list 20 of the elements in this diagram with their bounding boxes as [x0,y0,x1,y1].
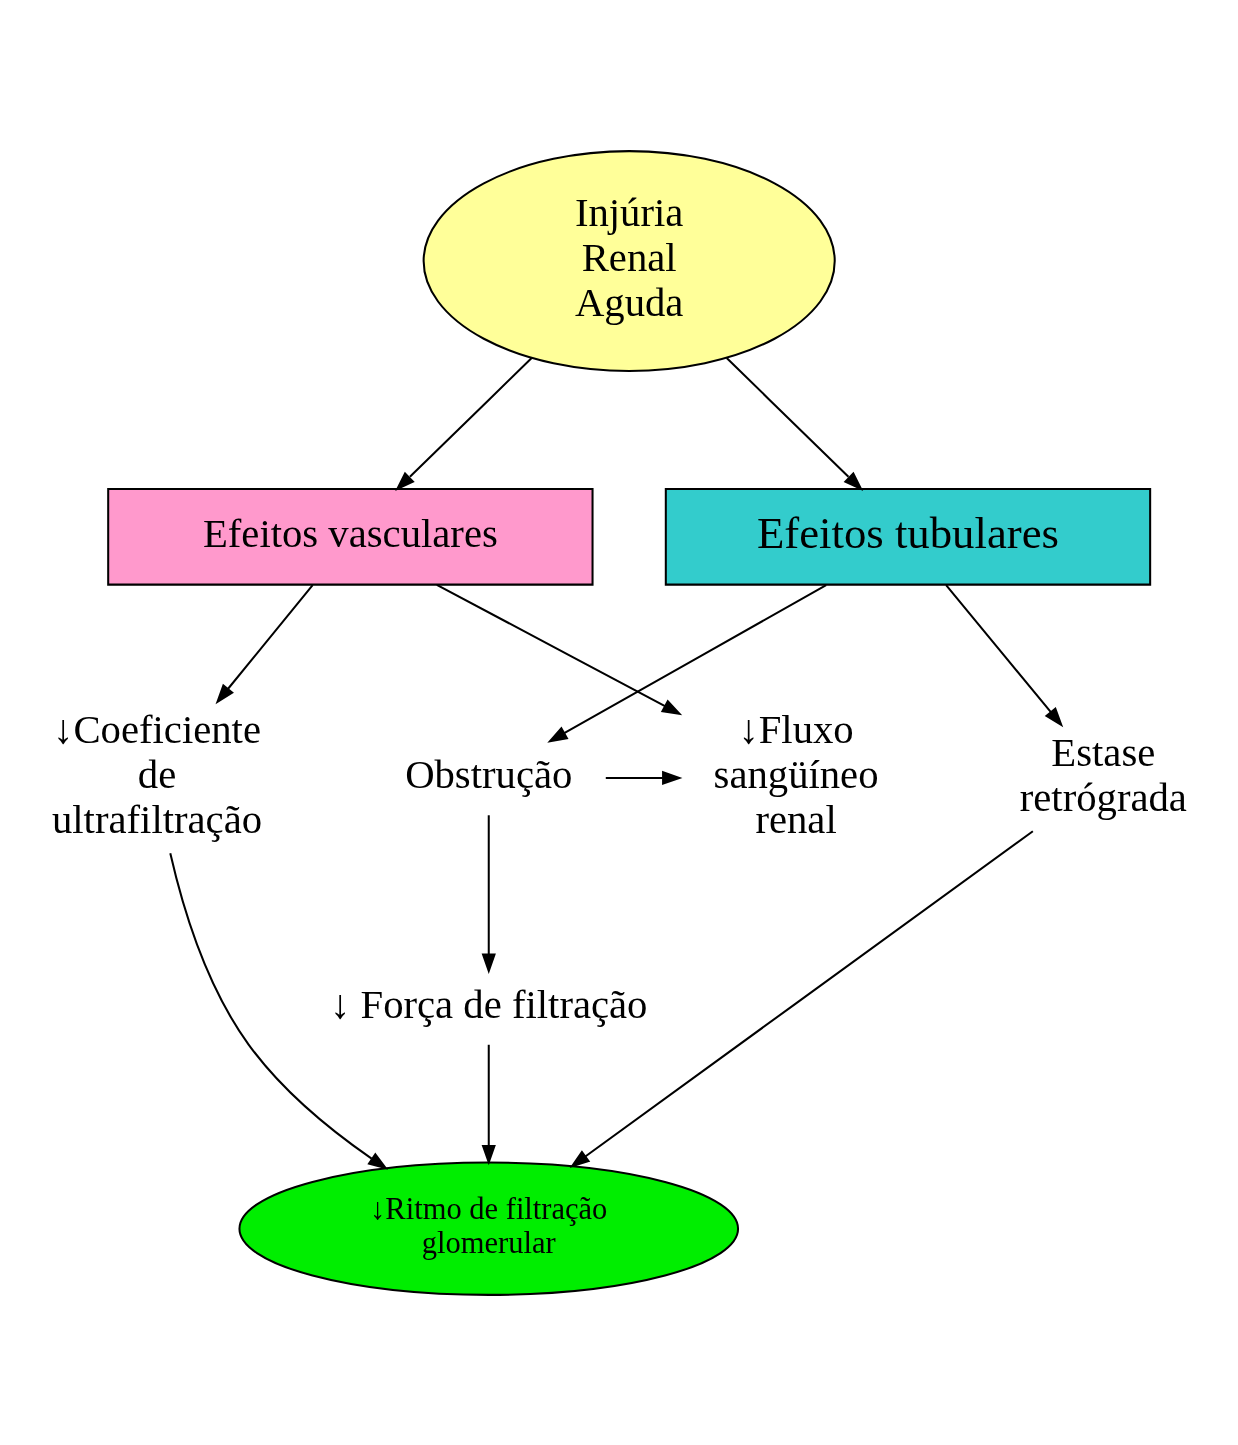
node-ellipse: ↓Ritmo de filtração glomerular [238,1161,740,1296]
node-box: Efeitos tubulares [664,487,1152,586]
node-text: ↓Fluxo sangüíneo renal [713,706,879,842]
node-text: Estase retrógrada [1019,729,1187,820]
node-box: Efeitos vasculares [107,487,594,586]
arrow [726,356,864,491]
arrow [481,1044,496,1165]
arrow [481,814,496,974]
arrow [215,583,314,704]
node-ellipse: Injúria Renal Aguda [422,149,836,372]
node-text: ↓ Força de filtração [330,981,648,1027]
arrow [945,583,1064,727]
arrow [547,583,827,743]
node-text: Obstrução [405,751,573,797]
arrow [395,356,533,491]
node-text: ↓Coeficiente de ultrafiltração [51,706,263,842]
arrow [569,829,1034,1168]
arrow [436,583,683,715]
arrow [169,852,389,1170]
arrow [605,770,683,785]
